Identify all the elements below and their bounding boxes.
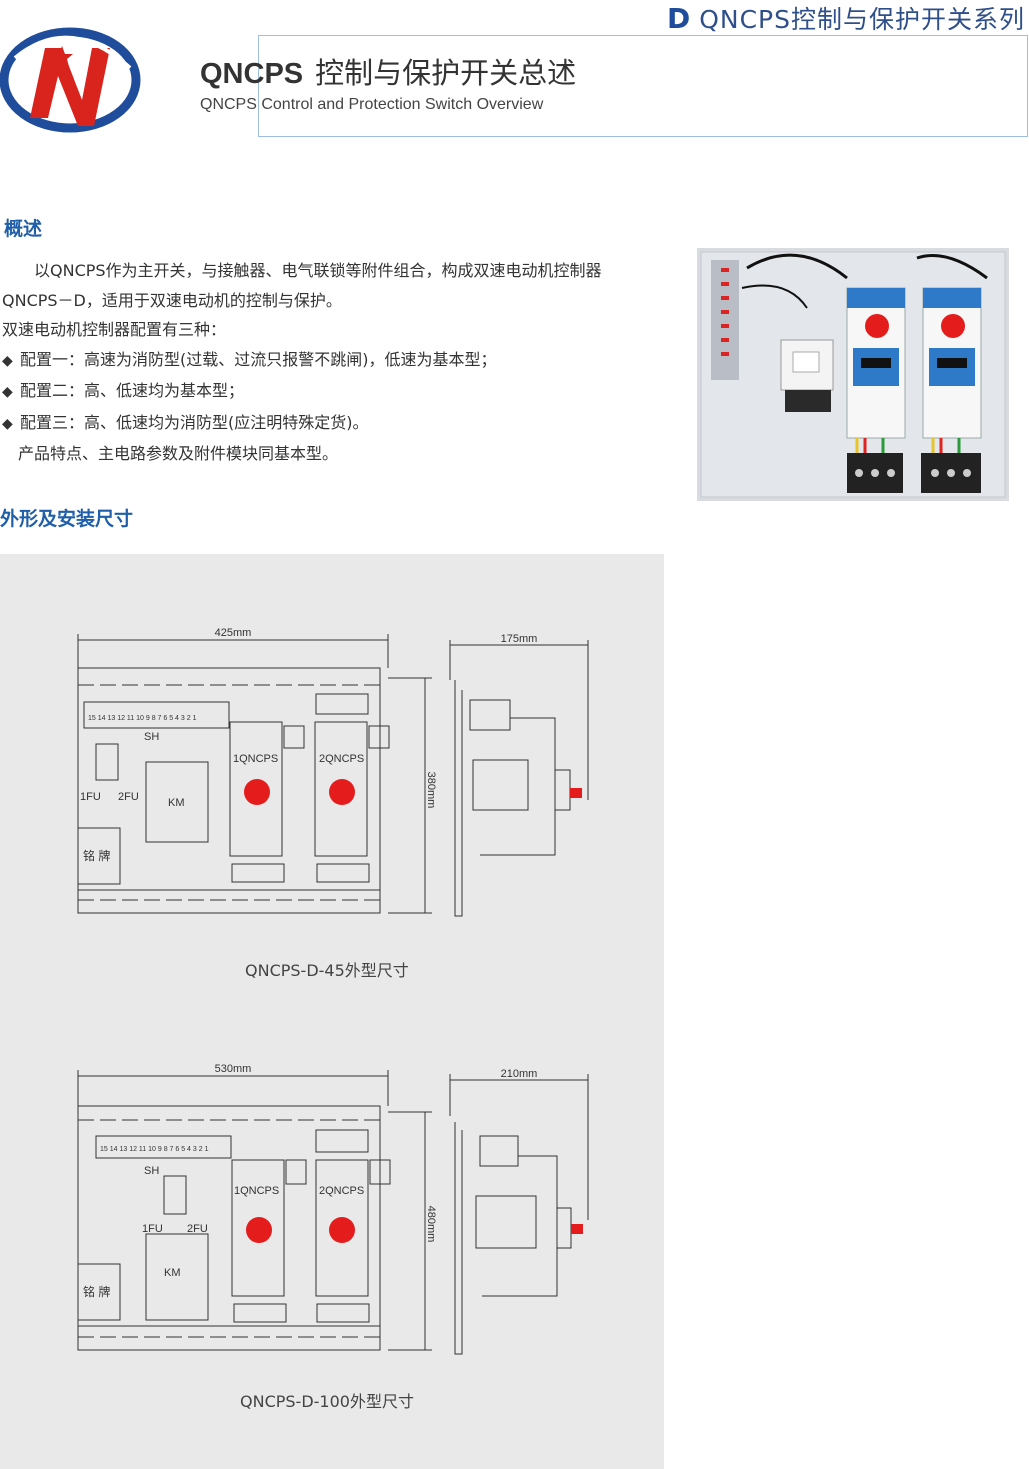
bullet-item: ◆ 配置三：高、低速均为消防型(应注明特殊定货)。 <box>2 408 602 440</box>
page-title: QNCPS 控制与保护开关总述 <box>200 50 576 92</box>
diamond-bullet-icon: ◆ <box>2 352 13 369</box>
company-logo <box>0 27 141 133</box>
label-nameplate: 铭 牌 <box>83 848 110 863</box>
label-1fu: 1FU <box>80 791 101 803</box>
terminal-numbers: 15 14 13 12 11 10 9 8 7 6 5 4 3 2 1 <box>100 1146 209 1153</box>
caption-drawing-45: QNCPS-D-45外型尺寸 <box>245 961 409 980</box>
overview-closing: 产品特点、主电路参数及附件模块同基本型。 <box>2 444 339 463</box>
page-title-cn: 控制与保护开关总述 <box>315 56 577 90</box>
overview-line-2: QNCPS－D，适用于双速电动机的控制与保护。 <box>2 290 342 310</box>
bullet-item: ◆ 配置一：高速为消防型(过载、过流只报警不跳闸)，低速为基本型； <box>2 345 602 377</box>
label-2qncps: 2QNCPS <box>319 753 364 765</box>
series-title-text: QNCPS控制与保护开关系列 <box>699 5 1025 34</box>
header-frame <box>258 35 1028 137</box>
product-photo <box>697 248 1009 501</box>
red-knob-icon <box>244 779 270 805</box>
dim-width-2: 530mm <box>215 1063 252 1075</box>
front-side-drawing-45: 425mm 175mm 380mm 15 14 13 12 11 10 9 8 … <box>77 627 589 917</box>
red-knob-icon <box>246 1217 272 1243</box>
page-title-model: QNCPS <box>200 58 304 90</box>
series-letter: D <box>666 2 692 35</box>
red-knob-icon <box>329 1217 355 1243</box>
label-sh: SH <box>144 731 159 743</box>
dim-depth-2: 210mm <box>501 1068 538 1080</box>
label-2fu: 2FU <box>118 791 139 803</box>
overview-heading: 概述 <box>4 218 43 240</box>
page-subtitle: QNCPS Control and Protection Switch Over… <box>200 96 544 113</box>
label-sh: SH <box>144 1165 159 1177</box>
diamond-bullet-icon: ◆ <box>2 415 13 432</box>
bullet-text: 配置三：高、低速均为消防型(应注明特殊定货)。 <box>20 412 369 432</box>
diamond-bullet-icon: ◆ <box>2 384 13 400</box>
drawing-panel <box>0 554 664 1469</box>
dim-height-1: 380mm <box>425 772 437 809</box>
overview-line-3: 双速电动机控制器配置有三种： <box>2 320 227 339</box>
terminal-numbers: 15 14 13 12 11 10 9 8 7 6 5 4 3 2 1 <box>88 715 197 722</box>
label-1qncps: 1QNCPS <box>234 1185 279 1197</box>
label-km: KM <box>168 797 185 809</box>
dim-height-2: 480mm <box>425 1206 437 1243</box>
overview-text: 以QNCPS作为主开关，与接触器、电气联锁等附件组合，构成双速电动机控制器 QN… <box>2 256 602 469</box>
dimensions-heading: 外形及安装尺寸 <box>0 508 134 530</box>
caption-drawing-100: QNCPS-D-100外型尺寸 <box>240 1392 414 1411</box>
red-knob-icon <box>329 779 355 805</box>
label-2fu: 2FU <box>187 1223 208 1235</box>
bullet-item: ◆ 配置二：高、低速均为基本型； <box>2 376 602 408</box>
label-nameplate: 铭 牌 <box>83 1284 110 1299</box>
dim-width-1: 425mm <box>215 627 252 639</box>
bullet-text: 配置一：高速为消防型(过载、过流只报警不跳闸)，低速为基本型； <box>20 349 497 369</box>
front-side-drawing-100: 530mm 210mm 480mm 15 14 13 12 11 10 9 8 … <box>77 1063 589 1355</box>
label-1qncps: 1QNCPS <box>233 753 278 765</box>
dim-depth-1: 175mm <box>501 633 538 645</box>
overview-line-1: 以QNCPS作为主开关，与接触器、电气联锁等附件组合，构成双速电动机控制器 <box>2 261 602 280</box>
label-km: KM <box>164 1267 181 1279</box>
label-1fu: 1FU <box>142 1223 163 1235</box>
label-2qncps: 2QNCPS <box>319 1185 364 1197</box>
bullet-text: 配置二：高、低速均为基本型； <box>20 381 245 400</box>
